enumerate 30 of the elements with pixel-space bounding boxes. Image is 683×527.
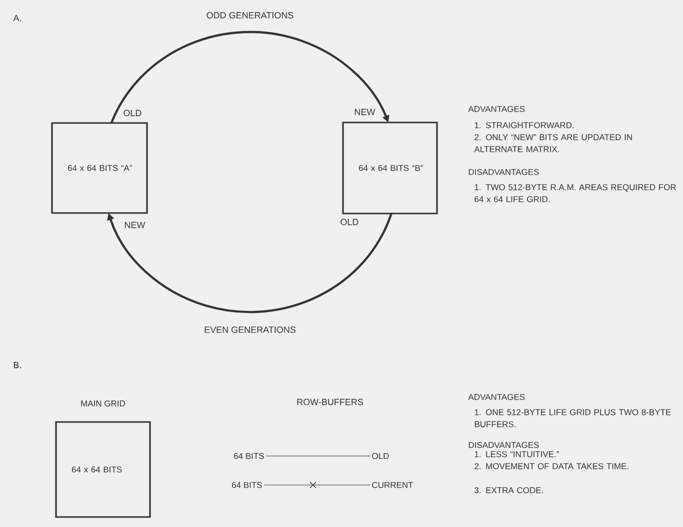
section-letter: A. bbox=[13, 14, 21, 22]
grid-box: 64 x 64 BITS “B” bbox=[342, 122, 438, 214]
buffer-line bbox=[264, 484, 370, 486]
section-letter: B. bbox=[14, 362, 21, 368]
label-text: DISADVANTAGES bbox=[468, 442, 539, 448]
edge-label: ODD GENERATIONS bbox=[206, 12, 294, 18]
buffer-label: 64 BITS bbox=[232, 482, 262, 488]
grid-box: 64 x 64 BITS bbox=[55, 421, 151, 518]
item-text: 3. EXTRA CODE. bbox=[474, 487, 543, 494]
label-text: ROW-BUFFERS bbox=[297, 398, 364, 406]
edge-label: EVEN GENERATIONS bbox=[204, 326, 296, 333]
item-text: 2. MOVEMENT OF DATA TAKES TIME. bbox=[474, 463, 628, 470]
label-text: NEW bbox=[124, 222, 146, 228]
item-text: 1. ONE 512-BYTE LIFE GRID PLUS TWO 8-BYTE BUFFERS. bbox=[474, 409, 671, 428]
buffer-label: CURRENT bbox=[372, 482, 414, 488]
buffer-label: 64 BITS bbox=[234, 453, 264, 459]
item-text: 1. STRAIGHTFORWARD. bbox=[474, 122, 574, 128]
label-text: ADVANTAGES bbox=[468, 106, 525, 112]
box-heading: MAIN GRID bbox=[81, 400, 126, 406]
buffer-label: OLD bbox=[372, 453, 389, 459]
cycle-arrow bbox=[107, 213, 392, 313]
cycle-arrow bbox=[110, 31, 390, 124]
item-text: 1. LESS “INTUITIVE.” bbox=[474, 451, 559, 458]
label-text: DISADVANTAGES bbox=[468, 169, 539, 175]
label-text: NEW bbox=[354, 108, 376, 116]
item-text: 2. ONLY “NEW” BITS ARE UPDATED IN ALTERNATE MATRIX. bbox=[474, 134, 632, 152]
item-text: 1. TWO 512-BYTE R.A.M. AREAS REQUIRED FOR 64 x 64 LIFE GRID. bbox=[474, 184, 676, 202]
label-text: OLD bbox=[124, 110, 142, 116]
label-text: ADVANTAGES bbox=[468, 394, 525, 400]
grid-box: 64 x 64 BITS “A” bbox=[51, 122, 148, 214]
